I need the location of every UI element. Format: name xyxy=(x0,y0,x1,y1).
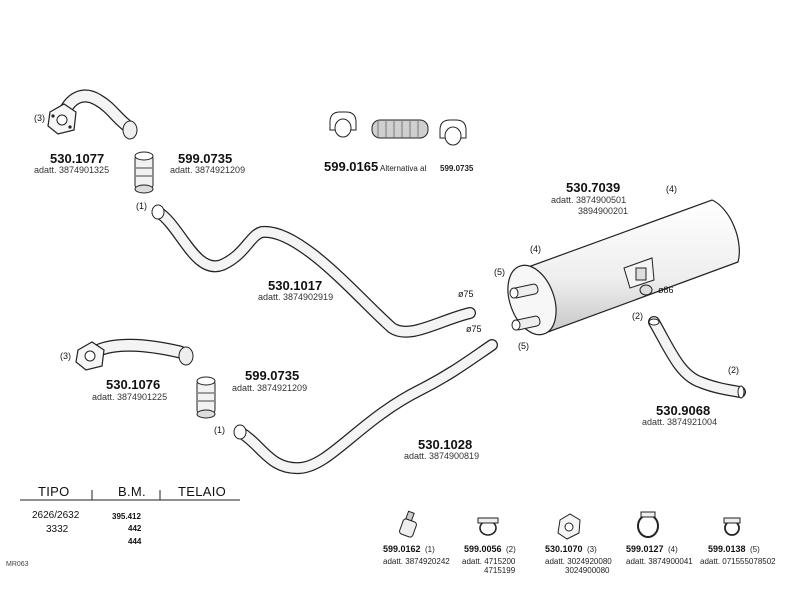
small-part-ref: (1) xyxy=(425,545,435,554)
part-sub-530-9068: adatt. 3874921004 xyxy=(642,417,718,427)
front-pipe-upper xyxy=(151,204,476,338)
callout-5-upper: (5) xyxy=(494,267,505,277)
small-part-sub2: 4715199 xyxy=(484,566,516,575)
part-sub2-530-7039: 3894900201 xyxy=(578,206,629,216)
table-row-bm: 444 xyxy=(128,537,142,546)
small-part-ref: (5) xyxy=(750,545,760,554)
table-header-bm: B.M. xyxy=(118,484,146,499)
small-part-code: 599.0056 xyxy=(464,544,502,554)
flex-joint-lower xyxy=(196,376,216,419)
part-sub-599-0735-upper: adatt. 3874921209 xyxy=(170,165,246,175)
clamp-u-bolt-icon xyxy=(477,517,499,536)
part-code-530-1028: 530.1028 xyxy=(418,437,473,452)
small-part-code: 599.0127 xyxy=(626,544,664,554)
small-part-sub: adatt. 3024920080 xyxy=(545,557,612,566)
callout-4-left: (4) xyxy=(530,244,541,254)
part-code-599-0735-lower: 599.0735 xyxy=(245,368,300,383)
part-sub-530-1017: adatt. 3874902919 xyxy=(258,292,334,302)
small-part-code: 599.0162 xyxy=(383,544,421,554)
table-row-tipo: 2626/2632 xyxy=(32,510,80,521)
callout-4-right: (4) xyxy=(666,184,677,194)
part-sub-599-0735-lower: adatt. 3874921209 xyxy=(232,383,308,393)
part-sub-530-7039: adatt. 3874900501 xyxy=(551,195,627,205)
callout-1-upper: (1) xyxy=(136,201,147,211)
part-alt-text: Alternativa al xyxy=(380,164,427,173)
part-alt-code: 599.0735 xyxy=(440,164,474,173)
part-code-530-7039: 530.7039 xyxy=(566,180,621,195)
callout-2-top: (2) xyxy=(632,311,643,321)
callout-2-bottom: (2) xyxy=(728,365,739,375)
small-part-sub2: 3024900080 xyxy=(565,566,610,575)
part-sub-530-1028: adatt. 3874900819 xyxy=(404,451,480,461)
flex-joint-upper xyxy=(134,151,154,194)
part-sub-530-1076: adatt. 3874901225 xyxy=(92,392,168,402)
callout-5-lower: (5) xyxy=(518,341,529,351)
table-row-bm: 442 xyxy=(128,524,142,533)
part-code-530-1017: 530.1017 xyxy=(268,278,323,293)
small-part-code: 599.0138 xyxy=(708,544,746,554)
part-code-530-1077: 530.1077 xyxy=(50,151,105,166)
manifold-pipe-upper xyxy=(47,89,138,140)
table-row-bm: 395.412 xyxy=(112,512,141,521)
callout-3-lower: (3) xyxy=(60,351,71,361)
diameter-86: ø86 xyxy=(658,285,674,295)
table-header-telaio: TELAIO xyxy=(178,484,227,499)
drawing-reference: MR063 xyxy=(6,561,29,568)
small-part-ref: (3) xyxy=(587,545,597,554)
small-part-sub: adatt. 3874920242 xyxy=(383,557,450,566)
small-part-ref: (2) xyxy=(506,545,516,554)
gasket-icon xyxy=(557,513,581,540)
diameter-75-upper: ø75 xyxy=(458,289,474,299)
table-grid xyxy=(20,490,240,501)
part-sub-530-1077: adatt. 3874901325 xyxy=(34,165,110,175)
clamp-small-icon xyxy=(723,517,741,536)
small-part-code: 530.1070 xyxy=(545,544,583,554)
clamp-saddle-icon xyxy=(399,510,417,538)
table-header-tipo: TIPO xyxy=(38,484,70,499)
flex-tube-alternative xyxy=(329,111,467,146)
band-clamp-icon xyxy=(637,511,659,538)
small-part-ref: (4) xyxy=(668,545,678,554)
callout-3-upper: (3) xyxy=(34,113,45,123)
manifold-pipe-lower xyxy=(75,338,194,371)
part-code-530-1076: 530.1076 xyxy=(106,377,161,392)
small-part-sub: adatt. 4715200 xyxy=(462,557,516,566)
tail-pipe xyxy=(648,316,746,399)
table-row-tipo: 3332 xyxy=(46,524,69,535)
muffler xyxy=(507,199,740,336)
front-pipe-lower xyxy=(233,339,498,475)
small-part-sub: adatt. 071555078502 xyxy=(700,557,776,566)
part-code-530-9068: 530.9068 xyxy=(656,403,711,418)
part-code-599-0735-upper: 599.0735 xyxy=(178,151,233,166)
diameter-75-lower: ø75 xyxy=(466,324,482,334)
callout-1-lower: (1) xyxy=(214,425,225,435)
part-code-599-0165: 599.0165 xyxy=(324,159,379,174)
small-part-sub: adatt. 3874900041 xyxy=(626,557,693,566)
